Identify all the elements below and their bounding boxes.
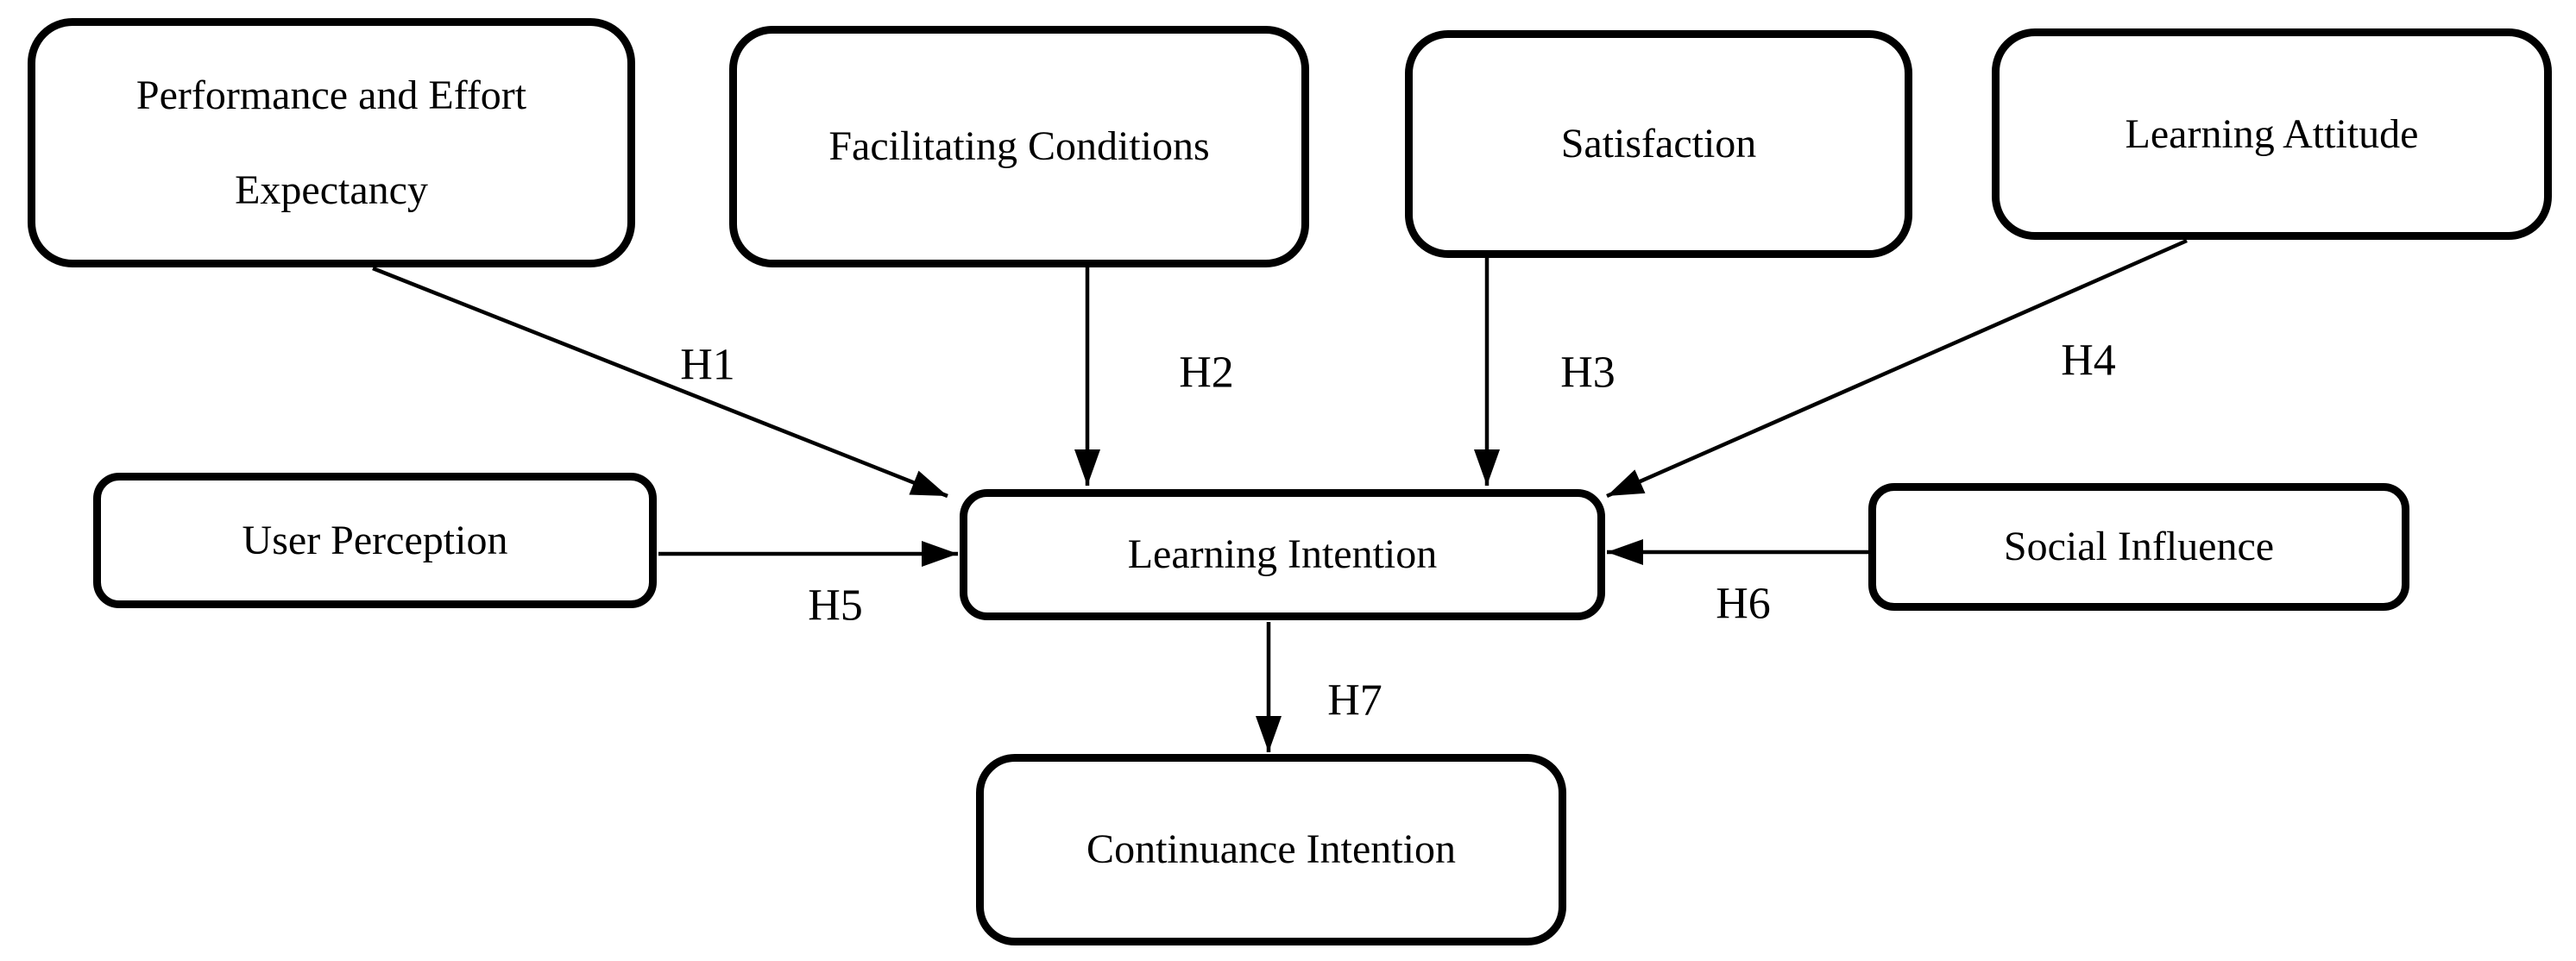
node-label: Learning Intention (1127, 531, 1438, 578)
node-user-perception: User Perception (93, 473, 657, 608)
hypothesis-label-h5: H5 (808, 581, 863, 631)
node-social-influence: Social Influence (1868, 483, 2409, 611)
node-label: Social Influence (2003, 524, 2275, 570)
node-learning-intention: Learning Intention (960, 489, 1605, 620)
node-label: User Perception (242, 517, 508, 563)
node-learning-attitude: Learning Attitude (1992, 28, 2552, 240)
hypothesis-label-h7: H7 (1327, 675, 1382, 725)
node-satisfaction: Satisfaction (1405, 30, 1912, 258)
hypothesis-label-h4: H4 (2061, 336, 2116, 386)
node-label: Facilitating Conditions (828, 123, 1210, 170)
node-label: Learning Attitude (2125, 110, 2419, 157)
node-label: Satisfaction (1560, 121, 1757, 167)
node-label-line: Performance and Effort (135, 72, 527, 118)
arrow-h4 (1606, 238, 2188, 499)
hypothesis-label-h2: H2 (1179, 348, 1234, 398)
hypothesis-label-h1: H1 (680, 340, 735, 390)
hypothesis-label-h3: H3 (1560, 348, 1616, 398)
arrow-h1 (372, 266, 948, 499)
node-performance-effort-expectancy: Performance and Effort Expectancy (28, 18, 635, 267)
node-label: Continuance Intention (1086, 826, 1456, 873)
hypothesis-label-h6: H6 (1716, 579, 1771, 629)
node-continuance-intention: Continuance Intention (976, 754, 1566, 945)
node-label-line: Expectancy (235, 166, 428, 213)
node-facilitating-conditions: Facilitating Conditions (729, 26, 1309, 267)
